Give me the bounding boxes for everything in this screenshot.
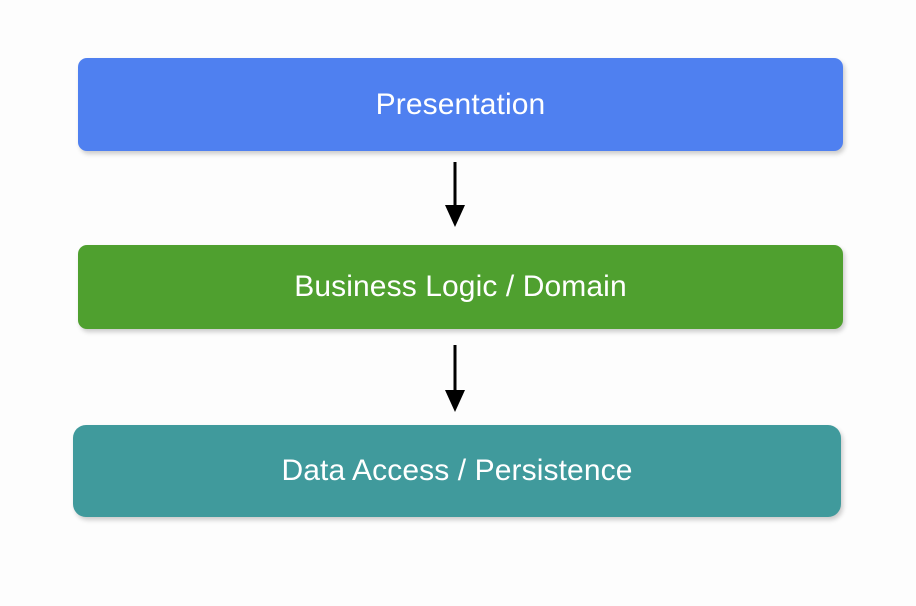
layer-box-presentation[interactable]: Presentation: [78, 58, 843, 151]
layer-box-business-logic[interactable]: Business Logic / Domain: [78, 245, 843, 329]
flow-arrow-business-to-data: [445, 345, 465, 412]
arrow-head-icon: [445, 390, 465, 412]
layer-label-presentation: Presentation: [375, 87, 546, 121]
flow-arrow-presentation-to-business: [445, 162, 465, 227]
layer-label-data-access: Data Access / Persistence: [281, 454, 633, 487]
layer-box-data-access[interactable]: Data Access / Persistence: [73, 425, 841, 517]
arrow-head-icon: [445, 205, 465, 227]
layer-label-business-logic: Business Logic / Domain: [294, 270, 627, 303]
